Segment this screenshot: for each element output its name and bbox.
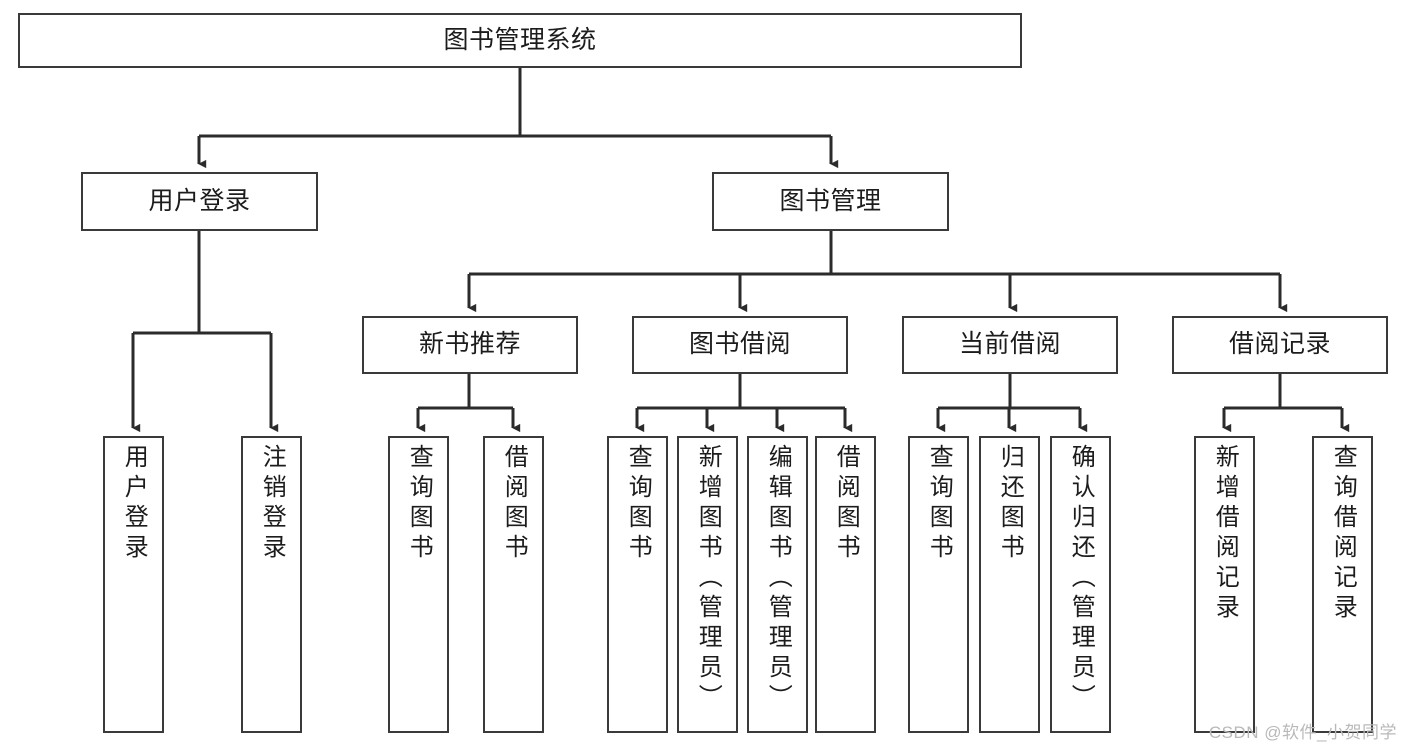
leaf-confirm-return-admin[interactable]: 确认归还（管理员） xyxy=(1050,436,1111,733)
node-label: 借阅记录 xyxy=(1228,330,1331,359)
leaf-return-book[interactable]: 归还图书 xyxy=(979,436,1040,733)
node-book-management-system[interactable]: 图书管理系统 xyxy=(18,13,1022,68)
node-user-login[interactable]: 用户登录 xyxy=(81,172,318,231)
node-label: 图书管理 xyxy=(779,186,882,215)
node-label: 注销登录 xyxy=(258,444,286,564)
leaf-edit-book-admin[interactable]: 编辑图书（管理员） xyxy=(747,436,808,733)
leaf-add-borrow-record[interactable]: 新增借阅记录 xyxy=(1194,436,1255,733)
node-book-borrow[interactable]: 图书借阅 xyxy=(632,316,848,374)
node-label: 当前借阅 xyxy=(958,330,1061,359)
node-new-book-recommend[interactable]: 新书推荐 xyxy=(362,316,578,374)
leaf-query-book-borrow[interactable]: 查询图书 xyxy=(607,436,668,733)
leaf-add-book-admin[interactable]: 新增图书（管理员） xyxy=(677,436,738,733)
leaf-user-login[interactable]: 用户登录 xyxy=(103,436,164,733)
node-label: 查询图书 xyxy=(925,444,953,564)
node-label: 用户登录 xyxy=(148,186,251,215)
leaf-borrow-book[interactable]: 借阅图书 xyxy=(815,436,876,733)
leaf-query-book-current[interactable]: 查询图书 xyxy=(908,436,969,733)
node-label: 查询借阅记录 xyxy=(1329,444,1357,624)
node-label: 新增图书（管理员） xyxy=(694,444,722,714)
leaf-borrow-book-recommend[interactable]: 借阅图书 xyxy=(483,436,544,733)
node-label: 图书管理系统 xyxy=(443,25,597,54)
node-borrow-record[interactable]: 借阅记录 xyxy=(1172,316,1388,374)
node-label: 图书借阅 xyxy=(688,330,791,359)
node-label: 新书推荐 xyxy=(418,330,521,359)
leaf-query-book-recommend[interactable]: 查询图书 xyxy=(388,436,449,733)
node-label: 借阅图书 xyxy=(500,444,528,564)
node-book-management[interactable]: 图书管理 xyxy=(712,172,949,231)
leaf-query-borrow-record[interactable]: 查询借阅记录 xyxy=(1312,436,1373,733)
node-label: 用户登录 xyxy=(120,444,148,564)
node-label: 查询图书 xyxy=(405,444,433,564)
csdn-watermark: CSDN @软件_小贺同学 xyxy=(1208,723,1397,742)
leaf-logout-login[interactable]: 注销登录 xyxy=(241,436,302,733)
node-label: 查询图书 xyxy=(624,444,652,564)
node-label: 新增借阅记录 xyxy=(1211,444,1239,624)
node-label: 借阅图书 xyxy=(832,444,860,564)
node-label: 确认归还（管理员） xyxy=(1067,444,1095,714)
node-current-borrow[interactable]: 当前借阅 xyxy=(902,316,1118,374)
node-label: 归还图书 xyxy=(996,444,1024,564)
node-label: 编辑图书（管理员） xyxy=(764,444,792,714)
